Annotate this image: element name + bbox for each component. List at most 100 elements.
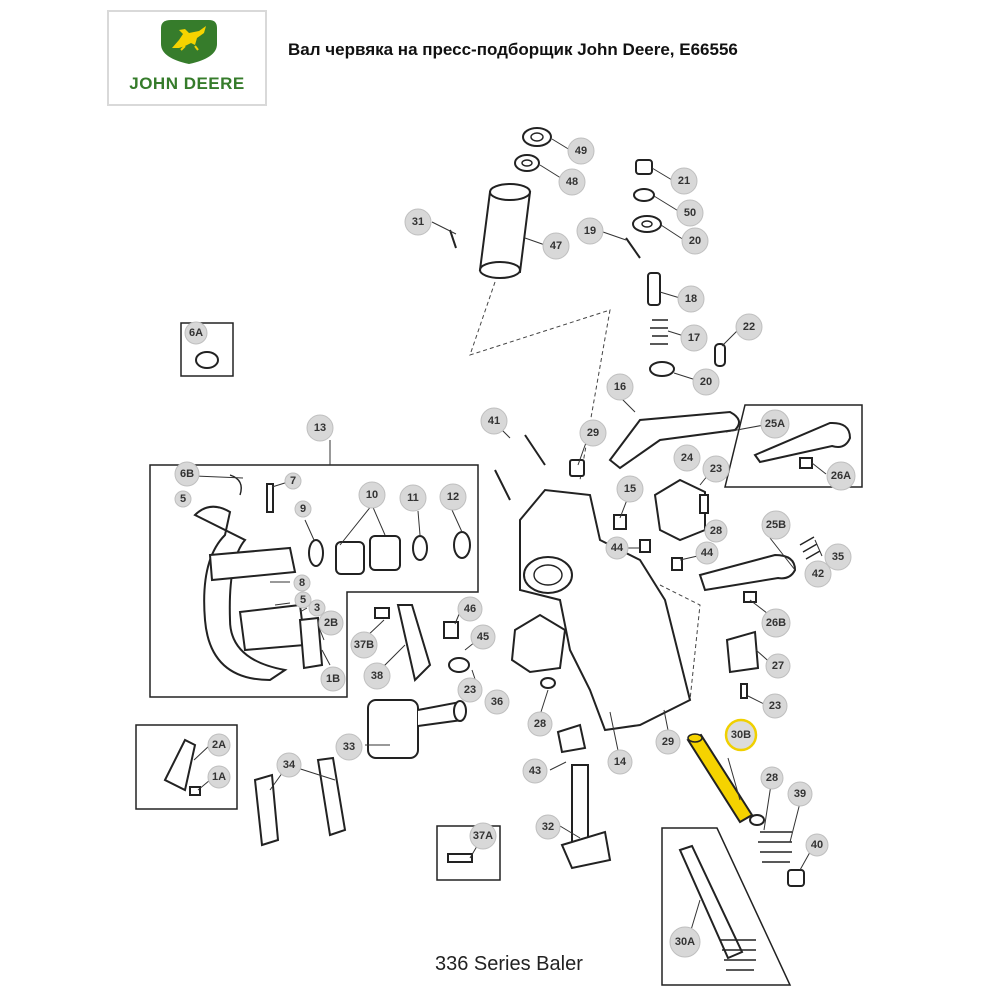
callout-25B: 25B <box>761 510 791 540</box>
svg-text:26A: 26A <box>831 470 851 482</box>
svg-text:14: 14 <box>614 756 627 768</box>
svg-text:31: 31 <box>412 216 424 228</box>
callout-32: 32 <box>535 814 561 840</box>
svg-text:24: 24 <box>681 452 694 464</box>
callout-27: 27 <box>765 653 791 679</box>
callout-20-lower: 20 <box>692 368 720 396</box>
svg-text:29: 29 <box>587 427 599 439</box>
svg-text:8: 8 <box>299 577 305 589</box>
svg-text:32: 32 <box>542 821 554 833</box>
svg-text:25A: 25A <box>765 418 785 430</box>
svg-text:21: 21 <box>678 175 690 187</box>
callout-35: 35 <box>824 543 852 571</box>
svg-text:42: 42 <box>812 568 824 580</box>
callout-37B: 37B <box>350 631 378 659</box>
callout-36: 36 <box>484 689 510 715</box>
inset-frame-37A <box>436 825 501 881</box>
svg-text:47: 47 <box>550 240 562 252</box>
diagram-caption: 336 Series Baler <box>435 953 583 975</box>
callout-17: 17 <box>680 324 708 352</box>
svg-text:29: 29 <box>662 736 674 748</box>
callout-28-mid: 28 <box>527 711 553 737</box>
callout-20: 20 <box>681 227 709 255</box>
svg-text:38: 38 <box>371 670 383 682</box>
svg-text:9: 9 <box>300 503 306 515</box>
callout-37A: 37A <box>469 822 497 850</box>
callout-49: 49 <box>567 137 595 165</box>
svg-text:17: 17 <box>688 332 700 344</box>
callout-15: 15 <box>616 475 644 503</box>
callout-41: 41 <box>480 407 508 435</box>
callout-10: 10 <box>358 481 386 509</box>
svg-text:23: 23 <box>464 684 476 696</box>
inset-frame-2A <box>135 724 238 810</box>
svg-text:41: 41 <box>488 415 500 427</box>
callout-5: 5 <box>174 490 192 508</box>
callout-8: 8 <box>293 574 311 592</box>
worm-shaft-30B-highlighted <box>686 733 754 824</box>
callout-26B: 26B <box>761 608 791 638</box>
callout-34: 34 <box>276 752 302 778</box>
callout-18: 18 <box>677 285 705 313</box>
svg-text:30A: 30A <box>675 936 695 948</box>
svg-text:20: 20 <box>689 235 701 247</box>
svg-text:48: 48 <box>566 176 578 188</box>
svg-text:20: 20 <box>700 376 712 388</box>
callout-47: 47 <box>542 232 570 260</box>
callout-23-right: 23 <box>762 693 788 719</box>
callout-14: 14 <box>607 749 633 775</box>
callout-6A: 6A <box>184 321 208 345</box>
callout-31: 31 <box>404 208 432 236</box>
svg-text:23: 23 <box>769 700 781 712</box>
svg-text:45: 45 <box>477 631 489 643</box>
callout-21: 21 <box>670 167 698 195</box>
callout-33: 33 <box>335 733 363 761</box>
callout-28-lower: 28 <box>760 766 784 790</box>
callout-29-lower: 29 <box>655 729 681 755</box>
svg-text:27: 27 <box>772 660 784 672</box>
callout-23-mid: 23 <box>457 677 483 703</box>
callout-30A: 30A <box>669 926 701 958</box>
svg-text:28: 28 <box>534 718 546 730</box>
tube-47 <box>478 183 532 279</box>
svg-text:36: 36 <box>491 696 503 708</box>
callout-13: 13 <box>306 414 334 442</box>
svg-text:26B: 26B <box>766 617 786 629</box>
svg-text:6A: 6A <box>189 327 203 339</box>
svg-text:7: 7 <box>290 475 296 487</box>
callout-42: 42 <box>804 560 832 588</box>
svg-text:18: 18 <box>685 293 697 305</box>
callout-7: 7 <box>284 472 302 490</box>
svg-text:2A: 2A <box>212 739 226 751</box>
callout-48: 48 <box>558 168 586 196</box>
callout-44: 44 <box>605 536 629 560</box>
svg-text:44: 44 <box>701 547 714 559</box>
callout-1B: 1B <box>320 666 346 692</box>
svg-text:37B: 37B <box>354 639 374 651</box>
callout-29: 29 <box>579 419 607 447</box>
svg-text:37A: 37A <box>473 830 493 842</box>
svg-text:3: 3 <box>314 602 320 614</box>
john-deere-logo: JOHN DEERE <box>107 10 267 106</box>
svg-text:44: 44 <box>611 542 624 554</box>
callout-3: 3 <box>308 599 326 617</box>
svg-text:10: 10 <box>366 489 378 501</box>
callout-46: 46 <box>457 596 483 622</box>
callout-1A: 1A <box>207 765 231 789</box>
svg-text:28: 28 <box>766 772 778 784</box>
roller-33 <box>367 699 467 759</box>
callout-39: 39 <box>787 781 813 807</box>
callout-2A: 2A <box>207 733 231 757</box>
callout-23: 23 <box>702 455 730 483</box>
svg-text:46: 46 <box>464 603 476 615</box>
callout-12: 12 <box>439 483 467 511</box>
svg-text:2B: 2B <box>324 617 338 629</box>
svg-text:33: 33 <box>343 741 355 753</box>
callout-22: 22 <box>735 313 763 341</box>
svg-text:16: 16 <box>614 381 626 393</box>
callout-5-lower: 5 <box>294 591 312 609</box>
svg-text:5: 5 <box>180 493 186 505</box>
svg-text:22: 22 <box>743 321 755 333</box>
callout-45: 45 <box>470 624 496 650</box>
